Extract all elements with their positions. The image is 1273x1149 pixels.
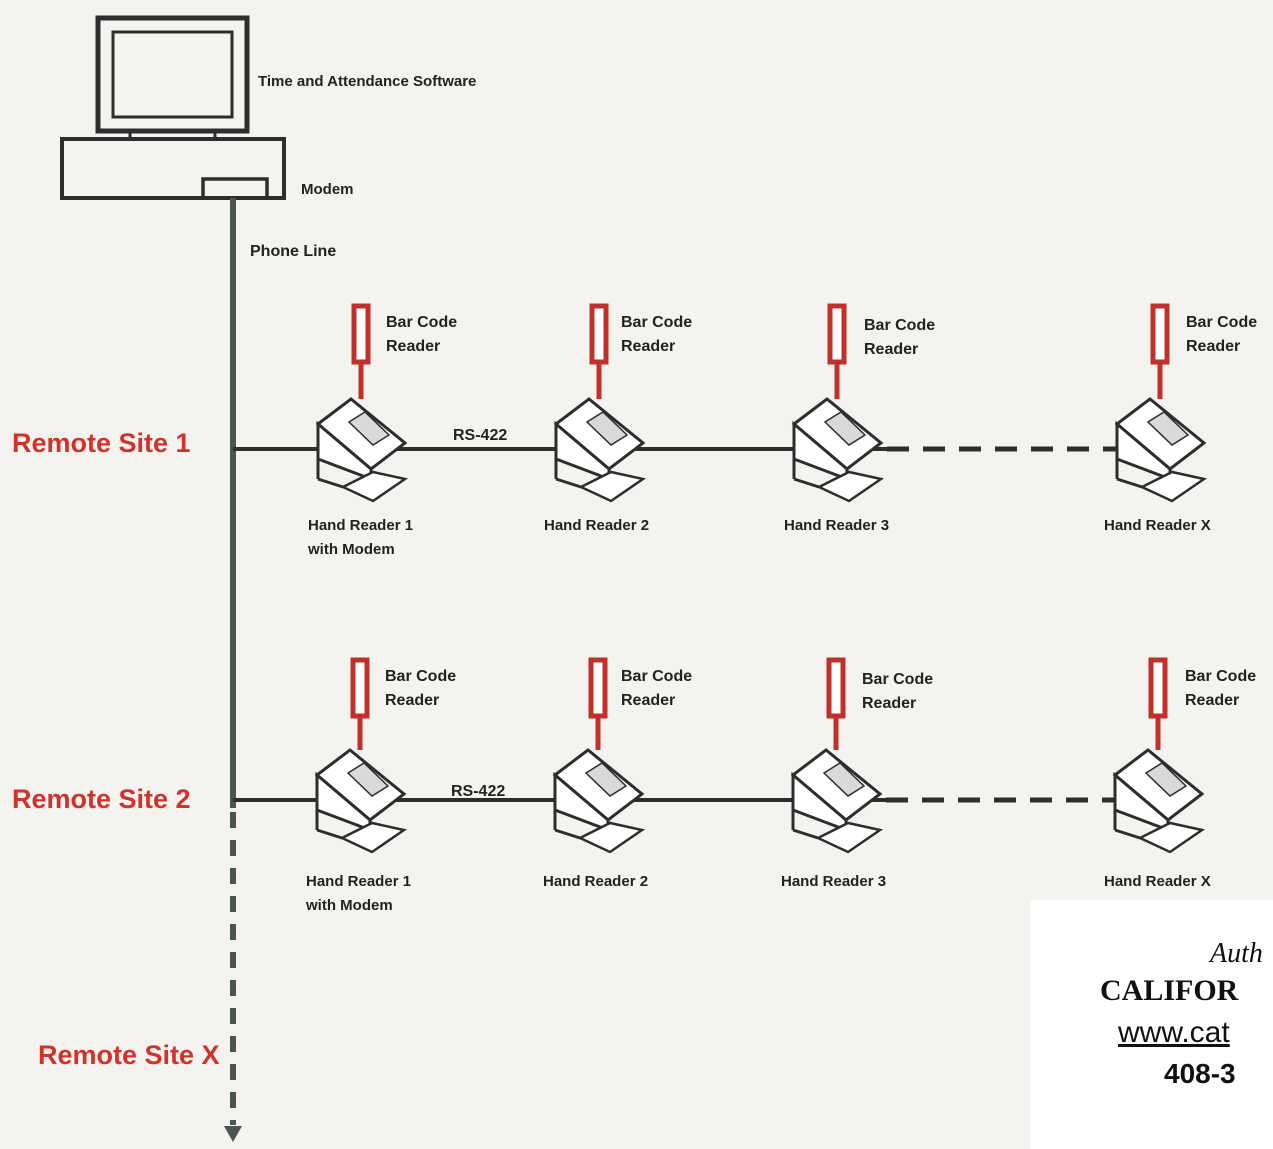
reader-hand-platen xyxy=(584,762,628,797)
stamp-phone: 408-3 xyxy=(1164,1058,1236,1089)
monitor-outer xyxy=(95,15,250,134)
reader-base-plate xyxy=(816,470,885,503)
hand-reader-icon xyxy=(314,657,408,854)
barcode-reader-icon xyxy=(827,303,847,365)
reader-base-plate xyxy=(578,470,647,503)
barcode-reader-icon xyxy=(350,657,370,719)
reader-hand-platen xyxy=(347,411,391,446)
reader-hand-platen xyxy=(346,762,390,797)
computer-base xyxy=(60,137,286,200)
dealer-stamp: Auth CALIFOR www.cat 408-3 xyxy=(1030,900,1273,1149)
barcode-reader-icon xyxy=(1148,657,1168,719)
reader-base-plate xyxy=(339,821,408,854)
monitor-inner xyxy=(111,30,234,119)
computer-icon xyxy=(60,15,286,200)
barcode-reader-icon xyxy=(351,303,371,365)
reader-hand-platen xyxy=(822,762,866,797)
hand-reader-icon xyxy=(1114,303,1208,503)
hand-reader-icon xyxy=(552,657,646,854)
reader-stand-foot xyxy=(316,828,343,840)
site-label-x: Remote Site X xyxy=(38,1040,220,1070)
reader-label-s2-r3: Hand Reader 3 xyxy=(781,873,887,890)
reader-base-plate xyxy=(1139,470,1208,503)
site-chains xyxy=(233,303,1208,854)
software-label: Time and Attendance Software xyxy=(258,73,477,90)
reader-hand-platen xyxy=(823,411,867,446)
barcode-reader-icon xyxy=(588,657,608,719)
reader-base-plate xyxy=(577,821,646,854)
hand-reader-icon xyxy=(315,303,409,503)
reader-stand-foot xyxy=(555,477,582,489)
hand-reader-icon xyxy=(791,303,885,503)
reader-label-s1-r2: Hand Reader 2 xyxy=(544,517,650,534)
phone-line-label: Phone Line xyxy=(250,243,337,260)
reader-hand-platen xyxy=(1146,411,1190,446)
hand-reader-icon xyxy=(553,303,647,503)
reader-stand-foot xyxy=(1114,828,1141,840)
reader-hand-platen xyxy=(585,411,629,446)
reader-stand-foot xyxy=(317,477,344,489)
barcode-reader-icon xyxy=(589,303,609,365)
site-2-chain xyxy=(233,657,1206,854)
site-label-2: Remote Site 2 xyxy=(12,784,191,814)
rs422-label-1: RS-422 xyxy=(453,427,508,444)
reader-stand-foot xyxy=(1116,477,1143,489)
reader-stand-foot xyxy=(554,828,581,840)
trunk-arrow-head xyxy=(224,1126,242,1142)
reader-base-plate xyxy=(815,821,884,854)
reader-label-s1-rx: Hand Reader X xyxy=(1104,517,1211,534)
modem-slot xyxy=(201,177,269,200)
reader-label-s2-rx: Hand Reader X xyxy=(1104,873,1211,890)
rs422-label-2: RS-422 xyxy=(451,783,506,800)
reader-stand-foot xyxy=(792,828,819,840)
stamp-line-2: CALIFOR xyxy=(1100,974,1239,1007)
reader-hand-platen xyxy=(1144,762,1188,797)
barcode-reader-icon xyxy=(826,657,846,719)
stamp-url-link[interactable]: www.cat xyxy=(1118,1016,1230,1049)
reader-label-s1-r3: Hand Reader 3 xyxy=(784,517,890,534)
hand-reader-icon xyxy=(1112,657,1206,854)
reader-base-plate xyxy=(1137,821,1206,854)
stamp-line-1: Auth xyxy=(1210,938,1263,969)
hand-reader-icon xyxy=(790,657,884,854)
barcode-reader-icon xyxy=(1150,303,1170,365)
reader-base-plate xyxy=(340,470,409,503)
reader-label-s2-r2: Hand Reader 2 xyxy=(543,873,649,890)
modem-label: Modem xyxy=(301,181,354,198)
reader-stand-foot xyxy=(793,477,820,489)
site-1-chain xyxy=(233,303,1208,503)
site-label-1: Remote Site 1 xyxy=(12,428,191,458)
